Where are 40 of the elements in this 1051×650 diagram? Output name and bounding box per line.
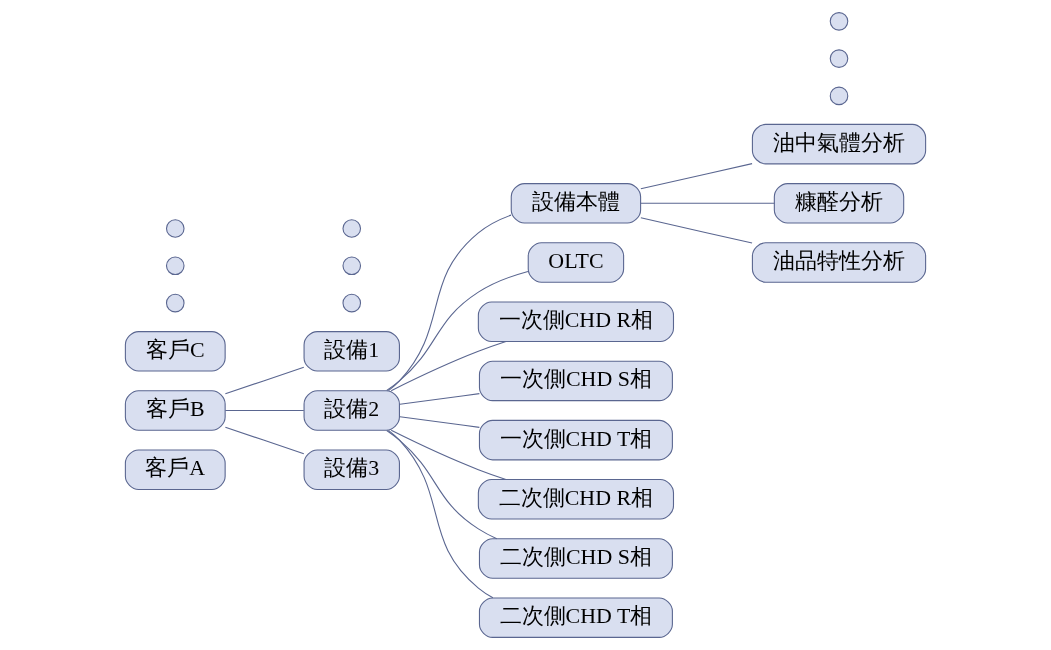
connector xyxy=(387,429,494,599)
connector xyxy=(386,270,529,392)
node-circle xyxy=(342,256,362,276)
connector xyxy=(640,217,753,244)
node-circle xyxy=(342,293,362,313)
connector xyxy=(224,366,305,395)
connector xyxy=(224,409,305,412)
node-box: 客戶C xyxy=(124,331,226,372)
node-box: 二次側CHD R相 xyxy=(477,479,675,520)
connector xyxy=(387,214,512,392)
connector xyxy=(390,341,507,392)
node-box: 設備2 xyxy=(303,390,400,431)
node-box: 油中氣體分析 xyxy=(751,123,927,165)
node-box: 油品特性分析 xyxy=(751,242,927,283)
node-box: 設備1 xyxy=(303,331,400,372)
node-box: 設備3 xyxy=(303,449,400,490)
node-box: 二次側CHD S相 xyxy=(478,538,673,579)
node-box: 糠醛分析 xyxy=(773,183,905,224)
node-box: 客戶B xyxy=(124,390,226,431)
node-circle xyxy=(165,219,185,238)
connector xyxy=(399,393,480,405)
connector xyxy=(640,202,775,204)
connector xyxy=(224,426,305,455)
connector xyxy=(390,429,507,481)
node-circle xyxy=(165,293,185,313)
node-box: 一次側CHD R相 xyxy=(477,301,675,342)
node-circle xyxy=(829,12,849,31)
node-circle xyxy=(165,256,185,276)
connector xyxy=(399,416,480,428)
node-circle xyxy=(342,219,362,238)
connector xyxy=(386,429,498,540)
node-box: 一次側CHD T相 xyxy=(478,419,673,461)
node-box: OLTC xyxy=(527,242,625,283)
node-circle xyxy=(829,86,849,106)
node-box: 客戶A xyxy=(124,449,226,490)
node-box: 設備本體 xyxy=(510,183,642,224)
node-box: 二次側CHD T相 xyxy=(478,597,673,638)
connector xyxy=(640,163,753,190)
node-circle xyxy=(829,49,849,68)
node-box: 一次側CHD S相 xyxy=(478,360,673,402)
